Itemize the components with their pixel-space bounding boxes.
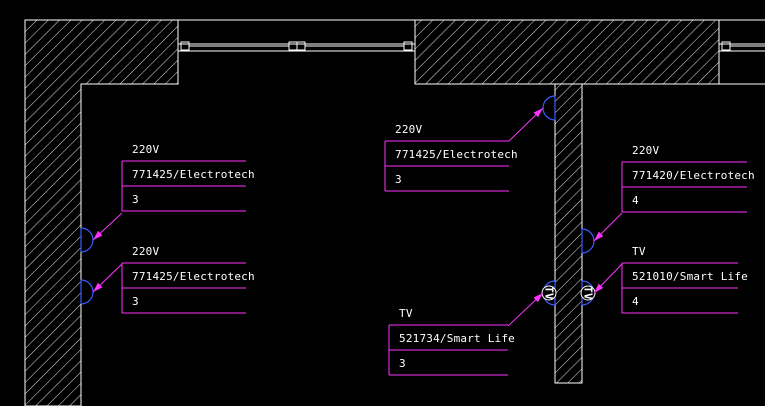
article-label: 771420/Electrotech — [632, 169, 755, 182]
annotations: 220V 771425/Electrotech 3 220V 771425/Electr… — [92, 107, 755, 376]
leader-line — [507, 292, 544, 327]
leader-line — [593, 212, 623, 242]
annotation-table: 220V 771425/Electrotech 3 — [121, 143, 255, 212]
power-outlet-icon — [80, 279, 94, 305]
annotation-table: 220V 771420/Electrotech 4 — [621, 144, 755, 213]
annotation-table: 220V 771425/Electrotech 3 — [384, 123, 518, 192]
article-label: 771425/Electrotech — [395, 148, 518, 161]
voltage-label: 220V — [395, 123, 422, 136]
voltage-label: 220V — [132, 245, 159, 258]
annotation-table: TV 521734/Smart Life 3 — [388, 307, 515, 376]
tv-outlet-icon: TV — [580, 280, 596, 306]
leader-line — [593, 263, 623, 294]
leader-line — [92, 212, 123, 241]
tv-outlet-icon: TV — [541, 280, 557, 306]
wall-top-middle — [414, 19, 720, 85]
quantity-label: 3 — [399, 357, 406, 370]
article-label: 521734/Smart Life — [399, 332, 515, 345]
annotation-table: TV 521010/Smart Life 4 — [621, 245, 748, 314]
quantity-label: 3 — [132, 193, 139, 206]
walls — [24, 19, 765, 406]
quantity-label: 4 — [632, 194, 639, 207]
leader-line — [508, 107, 544, 142]
voltage-label: TV — [399, 307, 413, 320]
article-label: 521010/Smart Life — [632, 270, 748, 283]
power-outlet-icon — [542, 95, 556, 121]
leader-line — [92, 263, 123, 293]
voltage-label: 220V — [132, 143, 159, 156]
quantity-label: 3 — [132, 295, 139, 308]
power-outlet-icon — [581, 228, 595, 254]
wall-partition — [554, 83, 583, 384]
tv-symbol-label: TV — [582, 286, 595, 300]
tv-symbol-label: TV — [543, 286, 556, 300]
wall-left-upper — [24, 19, 179, 406]
article-label: 771425/Electrotech — [132, 270, 255, 283]
voltage-label: 220V — [632, 144, 659, 157]
annotation-table: 220V 771425/Electrotech 3 — [121, 245, 255, 314]
voltage-label: TV — [632, 245, 646, 258]
power-outlet-icon — [80, 227, 94, 253]
window-right — [719, 41, 765, 52]
window-left — [178, 19, 415, 52]
quantity-label: 4 — [632, 295, 639, 308]
article-label: 771425/Electrotech — [132, 168, 255, 181]
quantity-label: 3 — [395, 173, 402, 186]
